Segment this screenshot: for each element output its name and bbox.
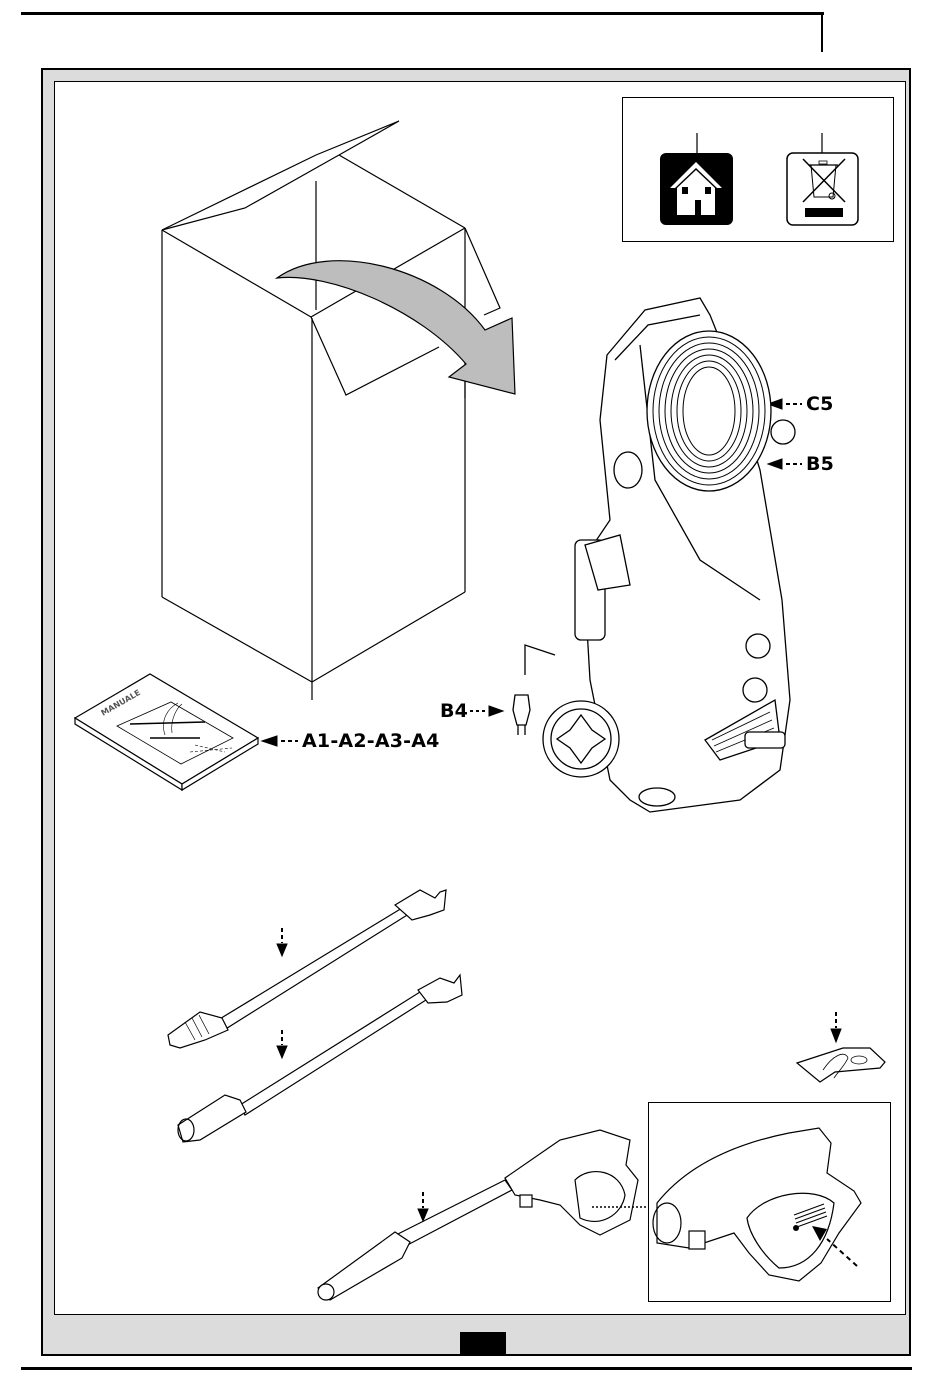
trigger-detail-box bbox=[648, 1102, 891, 1302]
accessory-packet-illustration bbox=[795, 1047, 886, 1083]
manual-callout-arrowhead bbox=[260, 735, 278, 747]
symbols-art bbox=[660, 133, 859, 226]
plug-callout-label: B4 bbox=[440, 700, 469, 722]
trigger-arrowhead bbox=[812, 1226, 827, 1241]
open-box-illustration bbox=[161, 120, 501, 700]
b5-callout-arrowhead bbox=[766, 458, 783, 470]
lance-2-illustration bbox=[177, 973, 463, 1143]
down-arrows bbox=[276, 928, 842, 1223]
crossed-bin-icon bbox=[786, 152, 859, 226]
house-icon bbox=[660, 153, 733, 225]
gun-with-lance-illustration bbox=[317, 1129, 639, 1301]
page-number-badge bbox=[460, 1332, 506, 1355]
trigger-detail-art bbox=[652, 1127, 862, 1282]
manual-callout-label: A1-A2-A3-A4 bbox=[302, 730, 440, 752]
bottom-rule bbox=[21, 1367, 912, 1370]
hose-reel-bottom-callout-label: B5 bbox=[806, 453, 835, 475]
manual-booklet-illustration bbox=[73, 673, 260, 792]
callout-arrows bbox=[260, 398, 802, 747]
lance-1-illustration bbox=[167, 889, 447, 1049]
top-rule bbox=[21, 12, 824, 15]
symbols-box bbox=[622, 97, 894, 242]
c5-callout-arrowhead bbox=[766, 398, 783, 410]
plug-callout-arrowhead bbox=[488, 705, 505, 717]
hose-reel-top-callout-label: C5 bbox=[806, 393, 834, 415]
unpack-arrow-icon bbox=[274, 260, 516, 395]
top-rule-tick bbox=[821, 12, 823, 52]
pressure-washer-illustration bbox=[512, 297, 796, 813]
